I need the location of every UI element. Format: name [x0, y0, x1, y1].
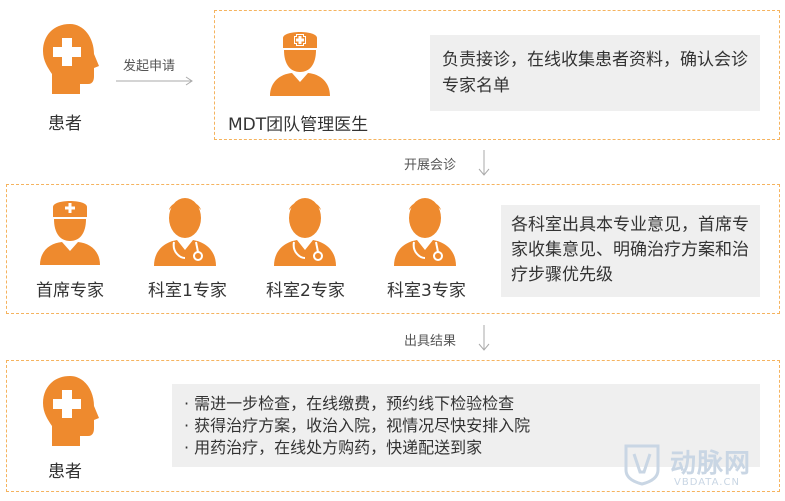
result-bullet-list: · 需进一步检查，在线缴费，预约线下检验检查 · 获得治疗方案，收治入院，视情况… [184, 393, 760, 459]
doctor-stethoscope-icon [392, 196, 458, 268]
head-doctor-icon [36, 195, 104, 267]
patient-label: 患者 [48, 114, 82, 134]
experts-box [6, 184, 780, 314]
patient-result-label: 患者 [48, 462, 82, 482]
watermark-text: 动脉网 [670, 449, 752, 479]
experts-description-box: 各科室出具本专业意见，首席专家收集意见、明确治疗方案和治疗步骤优先级 [501, 205, 760, 297]
expert-label-chief: 首席专家 [36, 281, 104, 301]
mdt-description-text: 负责接诊，在线收集患者资料，确认会诊专家名单 [442, 50, 748, 96]
expert-label-dept3: 科室3专家 [387, 281, 466, 301]
experts-description-text: 各科室出具本专业意见，首席专家收集意见、明确治疗方案和治疗步骤优先级 [511, 215, 749, 285]
vb-logo-icon [622, 440, 662, 490]
doctor-stethoscope-icon [152, 196, 218, 268]
doctor-stethoscope-icon [272, 196, 338, 268]
result-box [6, 360, 780, 492]
watermark-sub: VBDATA.CN [674, 477, 740, 488]
mdt-doctor-label: MDT团队管理医生 [228, 115, 369, 135]
expert-label-dept2: 科室2专家 [266, 281, 345, 301]
mdt-doctor-box [214, 10, 780, 140]
mdt-description-box: 负责接诊，在线收集患者资料，确认会诊专家名单 [430, 35, 760, 111]
patient-head-icon [40, 374, 102, 450]
apply-arrow-label: 发起申请 [123, 59, 176, 74]
result-down-arrow [478, 325, 492, 357]
mdt-doctor-icon [266, 26, 334, 98]
result-bullet-item: · 用药治疗，在线处方购药，快递配送到家 [184, 438, 483, 457]
consultation-step-label: 开展会诊 [404, 158, 457, 173]
result-step-label: 出具结果 [404, 334, 457, 349]
consultation-down-arrow [478, 150, 492, 182]
result-description-box: · 需进一步检查，在线缴费，预约线下检验检查 · 获得治疗方案，收治入院，视情况… [172, 384, 760, 467]
result-bullet-item: · 需进一步检查，在线缴费，预约线下检验检查 [184, 394, 515, 413]
patient-head-icon [40, 22, 102, 98]
result-bullet-item: · 获得治疗方案，收治入院，视情况尽快安排入院 [184, 416, 531, 435]
expert-label-dept1: 科室1专家 [148, 281, 227, 301]
apply-arrow [116, 71, 196, 90]
